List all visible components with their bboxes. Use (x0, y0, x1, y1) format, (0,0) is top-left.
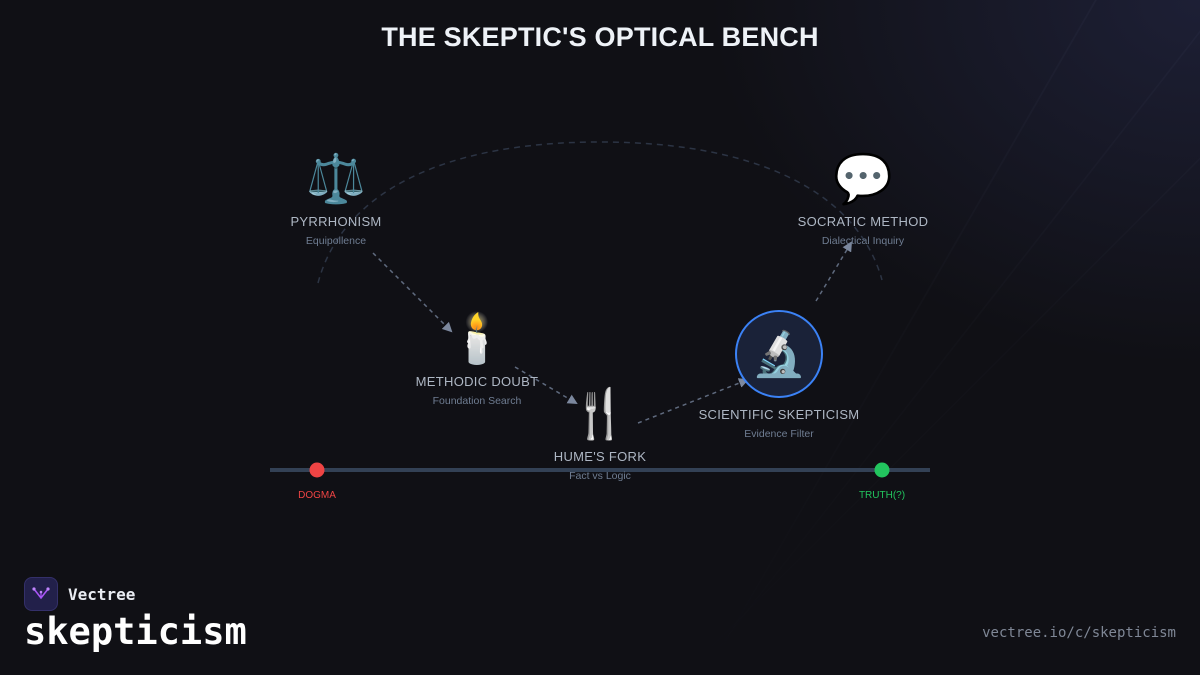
node-scientific-skepticism: 🔬 SCIENTIFIC SKEPTICISM Evidence Filter (659, 310, 899, 440)
community-url[interactable]: vectree.io/c/skepticism (982, 625, 1176, 641)
node-subtitle: Foundation Search (432, 395, 522, 407)
cycle-arc (317, 141, 883, 284)
arrow-scientific-skepticism-to-socratic-method (815, 241, 853, 302)
vectree-logo-icon (24, 577, 58, 611)
page-title: THE SKEPTIC'S OPTICAL BENCH (381, 22, 819, 52)
node-label: PYRRHONISM (290, 214, 382, 229)
truth-label: TRUTH(?) (858, 490, 906, 501)
node-subtitle: Fact vs Logic (569, 470, 631, 482)
highlight-ring: 🔬 (735, 310, 823, 398)
truth-endpoint (874, 462, 890, 478)
node-socratic-method: 💬 SOCRATIC METHOD Dialectical Inquiry (743, 152, 983, 247)
node-label: METHODIC DOUBT (415, 374, 539, 389)
node-label: SCIENTIFIC SKEPTICISM (698, 407, 860, 422)
brand-name: Vectree (68, 584, 136, 604)
node-label: HUME'S FORK (553, 449, 647, 464)
candle-icon: 🕯️ (447, 313, 507, 366)
fork-knife-icon: 🍴 (570, 388, 630, 441)
node-subtitle: Dialectical Inquiry (821, 235, 905, 247)
arrow-pyrrhonism-to-methodic-doubt (372, 252, 453, 333)
speech-bubble-icon: 💬 (833, 153, 893, 206)
dogma-label: DOGMA (298, 490, 336, 501)
arrow-humes-fork-to-scientific-skepticism (637, 378, 749, 424)
node-subtitle: Equipollence (305, 235, 367, 247)
arrow-methodic-doubt-to-humes-fork (514, 366, 578, 405)
node-label: SOCRATIC METHOD (797, 214, 929, 229)
scales-icon: ⚖️ (306, 153, 366, 206)
node-subtitle: Evidence Filter (744, 428, 814, 440)
community-name[interactable]: skepticism (24, 610, 247, 653)
node-pyrrhonism: ⚖️ PYRRHONISM Equipollence (216, 152, 456, 247)
brand[interactable]: Vectree (24, 577, 135, 611)
microscope-icon: 🔬 (751, 330, 807, 379)
dogma-endpoint (309, 462, 325, 478)
node-humes-fork: 🍴 HUME'S FORK Fact vs Logic (480, 387, 720, 482)
node-methodic-doubt: 🕯️ METHODIC DOUBT Foundation Search (357, 312, 597, 407)
